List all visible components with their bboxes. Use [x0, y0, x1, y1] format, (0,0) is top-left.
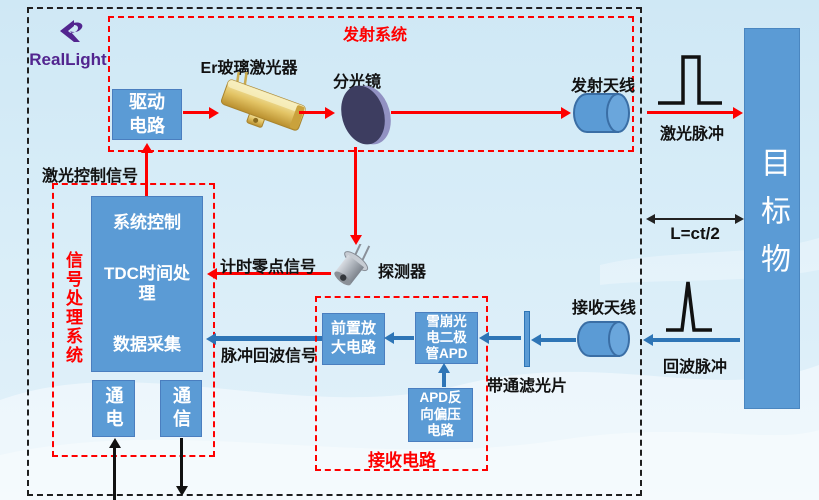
rx-antenna-label: 接收天线: [572, 300, 637, 317]
processor-line-system-control: 系统控制: [113, 213, 181, 232]
pulse-echo-signal-arrow: [216, 336, 322, 341]
comm-box-label: 通信: [171, 385, 191, 432]
reallight-logo-icon: [60, 20, 83, 42]
sp-system-box: [52, 183, 215, 457]
comm-box: 通信: [160, 380, 202, 437]
distance-formula: L=ct/2: [670, 224, 720, 243]
reallight-logo-text: RealLight: [29, 50, 107, 69]
power-in-arrow: [113, 448, 116, 500]
beam-arrow-splitter-to-antenna: [391, 111, 561, 114]
echo-in-arrow: [653, 338, 740, 342]
pulse-echo-signal-label: 脉冲回波信号: [221, 348, 318, 365]
tx-system-box: [108, 16, 634, 152]
processor-line-data-acquisition: 数据采集: [113, 335, 181, 355]
distance-double-arrow: [655, 218, 735, 220]
laser-control-arrow: [145, 153, 148, 196]
timing-zero-arrow: [217, 272, 331, 275]
timing-zero-label: 计时零点信号: [220, 259, 317, 276]
tx-antenna-icon: [573, 93, 630, 133]
apd-box: 雪崩光 电二极 管APD: [415, 312, 478, 364]
sp-system-title: 信号处理系统: [63, 251, 82, 365]
target-object: 目标物: [744, 28, 800, 409]
preamp-box: 前置放 大电路: [322, 313, 385, 365]
detector-icon: [334, 244, 371, 286]
rx-circuit-box: [315, 296, 488, 471]
comm-out-arrow: [180, 438, 183, 486]
bias-to-apd-arrow: [442, 373, 446, 387]
laser-control-label: 激光控制信号: [42, 168, 139, 185]
power-box-label: 通电: [103, 385, 124, 432]
antenna-to-filter-arrow: [541, 338, 576, 342]
system-boundary-frame: [27, 7, 642, 496]
echo-pulse-label: 回波脉冲: [662, 359, 727, 376]
tx-system-title: 发射系统: [342, 27, 407, 44]
drive-circuit-box: 驱动 电路: [112, 89, 182, 140]
beam-splitter-icon: [341, 85, 391, 145]
splitter-to-detector-arrow: [354, 147, 357, 235]
target-label: 目标物: [756, 146, 789, 291]
laser-pulse-waveform: [658, 55, 722, 105]
bandpass-filter-label: 带通滤光片: [487, 378, 568, 395]
processor-line-tdc: TDC时间处理: [104, 264, 190, 303]
beam-arrow-drive-to-laser: [183, 111, 209, 114]
bandpass-filter-icon: [524, 311, 530, 367]
tx-antenna-label: 发射天线: [570, 78, 635, 95]
filter-to-apd-arrow: [489, 336, 521, 340]
apd-bias-box: APD反 向偏压 电路: [408, 388, 473, 442]
processor-box: 系统控制 TDC时间处理 数据采集: [91, 196, 203, 372]
rx-circuit-title: 接收电路: [368, 451, 436, 470]
power-box: 通电: [92, 380, 135, 437]
laser-pulse-label: 激光脉冲: [659, 126, 724, 143]
detector-label: 探测器: [378, 264, 427, 281]
apd-to-preamp-arrow: [394, 336, 414, 340]
er-glass-laser-icon: [220, 72, 306, 131]
beam-arrow-laser-to-splitter: [299, 111, 325, 114]
er-glass-laser-label: Er玻璃激光器: [200, 60, 298, 77]
rx-antenna-icon: [577, 321, 630, 357]
echo-pulse-waveform: [666, 281, 712, 332]
laser-pulse-arrow: [647, 111, 733, 114]
